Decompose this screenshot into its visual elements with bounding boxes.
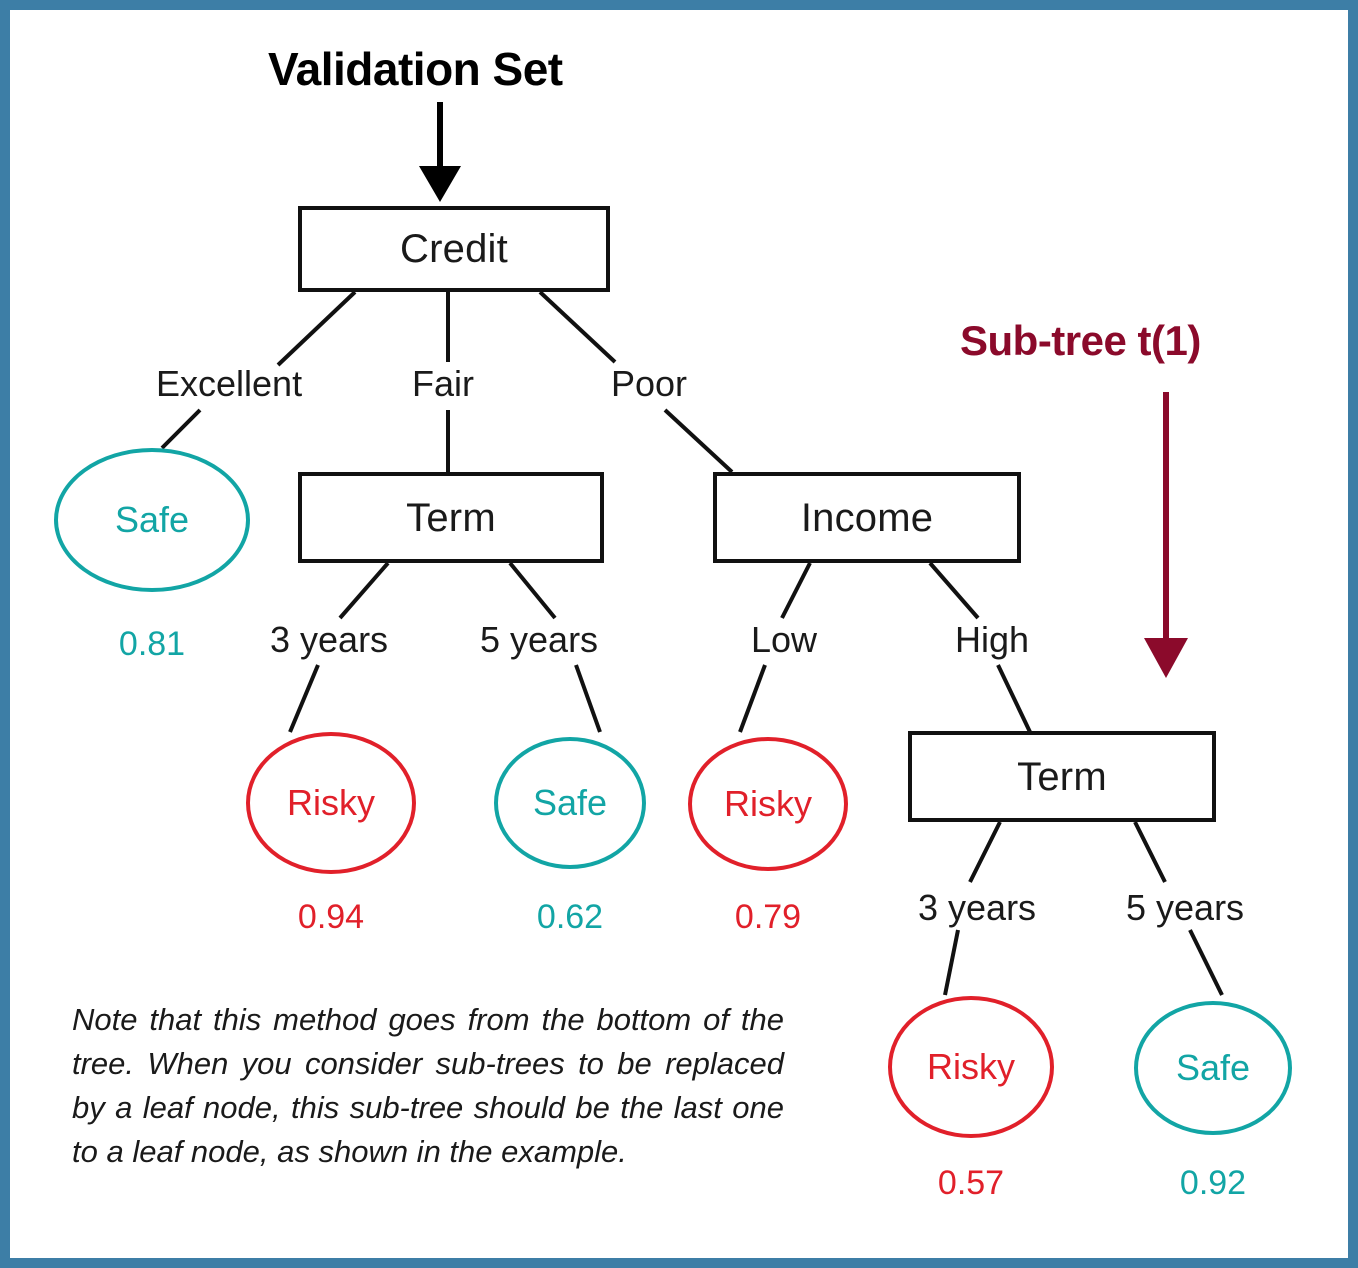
edge-term-high-5y-lower bbox=[1188, 929, 1224, 996]
edge-income-high-upper bbox=[928, 561, 980, 620]
leaf-value-safe-excellent: 0.81 bbox=[118, 625, 186, 663]
leaf-node-risky-3years-high-label: Risky bbox=[927, 1046, 1015, 1087]
leaf-node-safe-5years[interactable]: Safe bbox=[494, 737, 646, 869]
edge-term-high-3y-lower bbox=[943, 929, 960, 996]
leaf-value-risky-3years-high: 0.57 bbox=[937, 1164, 1005, 1202]
leaf-node-safe-5years-high-label: Safe bbox=[1175, 1047, 1251, 1088]
edge-term-high-5y-upper bbox=[1133, 821, 1167, 883]
edge-income-high-lower bbox=[996, 664, 1032, 733]
edge-label-credit-fair: Fair bbox=[412, 363, 474, 404]
decision-node-term-fair-label: Term bbox=[406, 495, 496, 540]
leaf-node-safe-5years-label: Safe bbox=[532, 782, 608, 823]
leaf-node-risky-low[interactable]: Risky bbox=[688, 737, 848, 871]
validation-set-arrow bbox=[419, 102, 461, 202]
decision-node-term-fair[interactable]: Term bbox=[298, 472, 604, 563]
edge-label-credit-poor: Poor bbox=[611, 363, 688, 404]
edge-term-5y-upper bbox=[508, 561, 557, 620]
edge-credit-poor-upper bbox=[538, 290, 617, 364]
leaf-value-safe-5years-high: 0.92 bbox=[1179, 1164, 1247, 1202]
leaf-value-safe-5years: 0.62 bbox=[536, 898, 604, 936]
leaf-node-risky-3years-high[interactable]: Risky bbox=[888, 996, 1054, 1138]
decision-node-term-high-label: Term bbox=[1017, 754, 1107, 799]
leaf-node-safe-5years-high[interactable]: Safe bbox=[1134, 1001, 1292, 1135]
subtree-title: Sub-tree t(1) bbox=[960, 317, 1201, 364]
decision-node-credit-label: Credit bbox=[400, 227, 508, 271]
decision-node-credit[interactable]: Credit bbox=[298, 206, 610, 292]
leaf-node-risky-3years-label: Risky bbox=[287, 782, 375, 823]
edge-label-term-high-5y: 5 years bbox=[1126, 887, 1245, 928]
edge-label-income-high: High bbox=[955, 619, 1030, 660]
edge-credit-excellent-lower bbox=[160, 408, 202, 450]
edge-label-term-fair-5y: 5 years bbox=[480, 619, 599, 660]
edge-label-term-fair-3y: 3 years bbox=[270, 619, 389, 660]
edge-term-5y-lower bbox=[574, 664, 602, 733]
leaf-value-risky-3years: 0.94 bbox=[297, 898, 365, 936]
edge-label-income-low: Low bbox=[751, 619, 818, 660]
leaf-node-safe-excellent[interactable]: Safe bbox=[54, 448, 250, 592]
edge-term-3y-upper bbox=[338, 561, 390, 620]
decision-node-income[interactable]: Income bbox=[713, 472, 1021, 563]
edge-credit-excellent-upper bbox=[276, 290, 357, 367]
explanatory-note: Note that this method goes from the bott… bbox=[72, 1002, 784, 1170]
validation-set-title: Validation Set bbox=[268, 43, 563, 95]
edge-term-high-3y-upper bbox=[968, 821, 1002, 883]
edge-credit-poor-lower bbox=[663, 408, 734, 474]
decision-node-term-high[interactable]: Term bbox=[908, 731, 1216, 822]
edge-income-low-lower bbox=[738, 664, 767, 733]
decision-node-income-label: Income bbox=[800, 495, 934, 540]
edge-term-3y-lower bbox=[288, 664, 320, 733]
edge-label-credit-excellent: Excellent bbox=[156, 363, 303, 404]
leaf-node-risky-low-label: Risky bbox=[724, 783, 812, 824]
edge-income-low-upper bbox=[780, 562, 812, 619]
subtree-arrow bbox=[1144, 392, 1188, 678]
leaf-node-safe-excellent-label: Safe bbox=[114, 499, 190, 540]
leaf-value-risky-low: 0.79 bbox=[734, 898, 802, 936]
edge-label-term-high-3y: 3 years bbox=[918, 887, 1037, 928]
leaf-node-risky-3years[interactable]: Risky bbox=[246, 732, 416, 874]
